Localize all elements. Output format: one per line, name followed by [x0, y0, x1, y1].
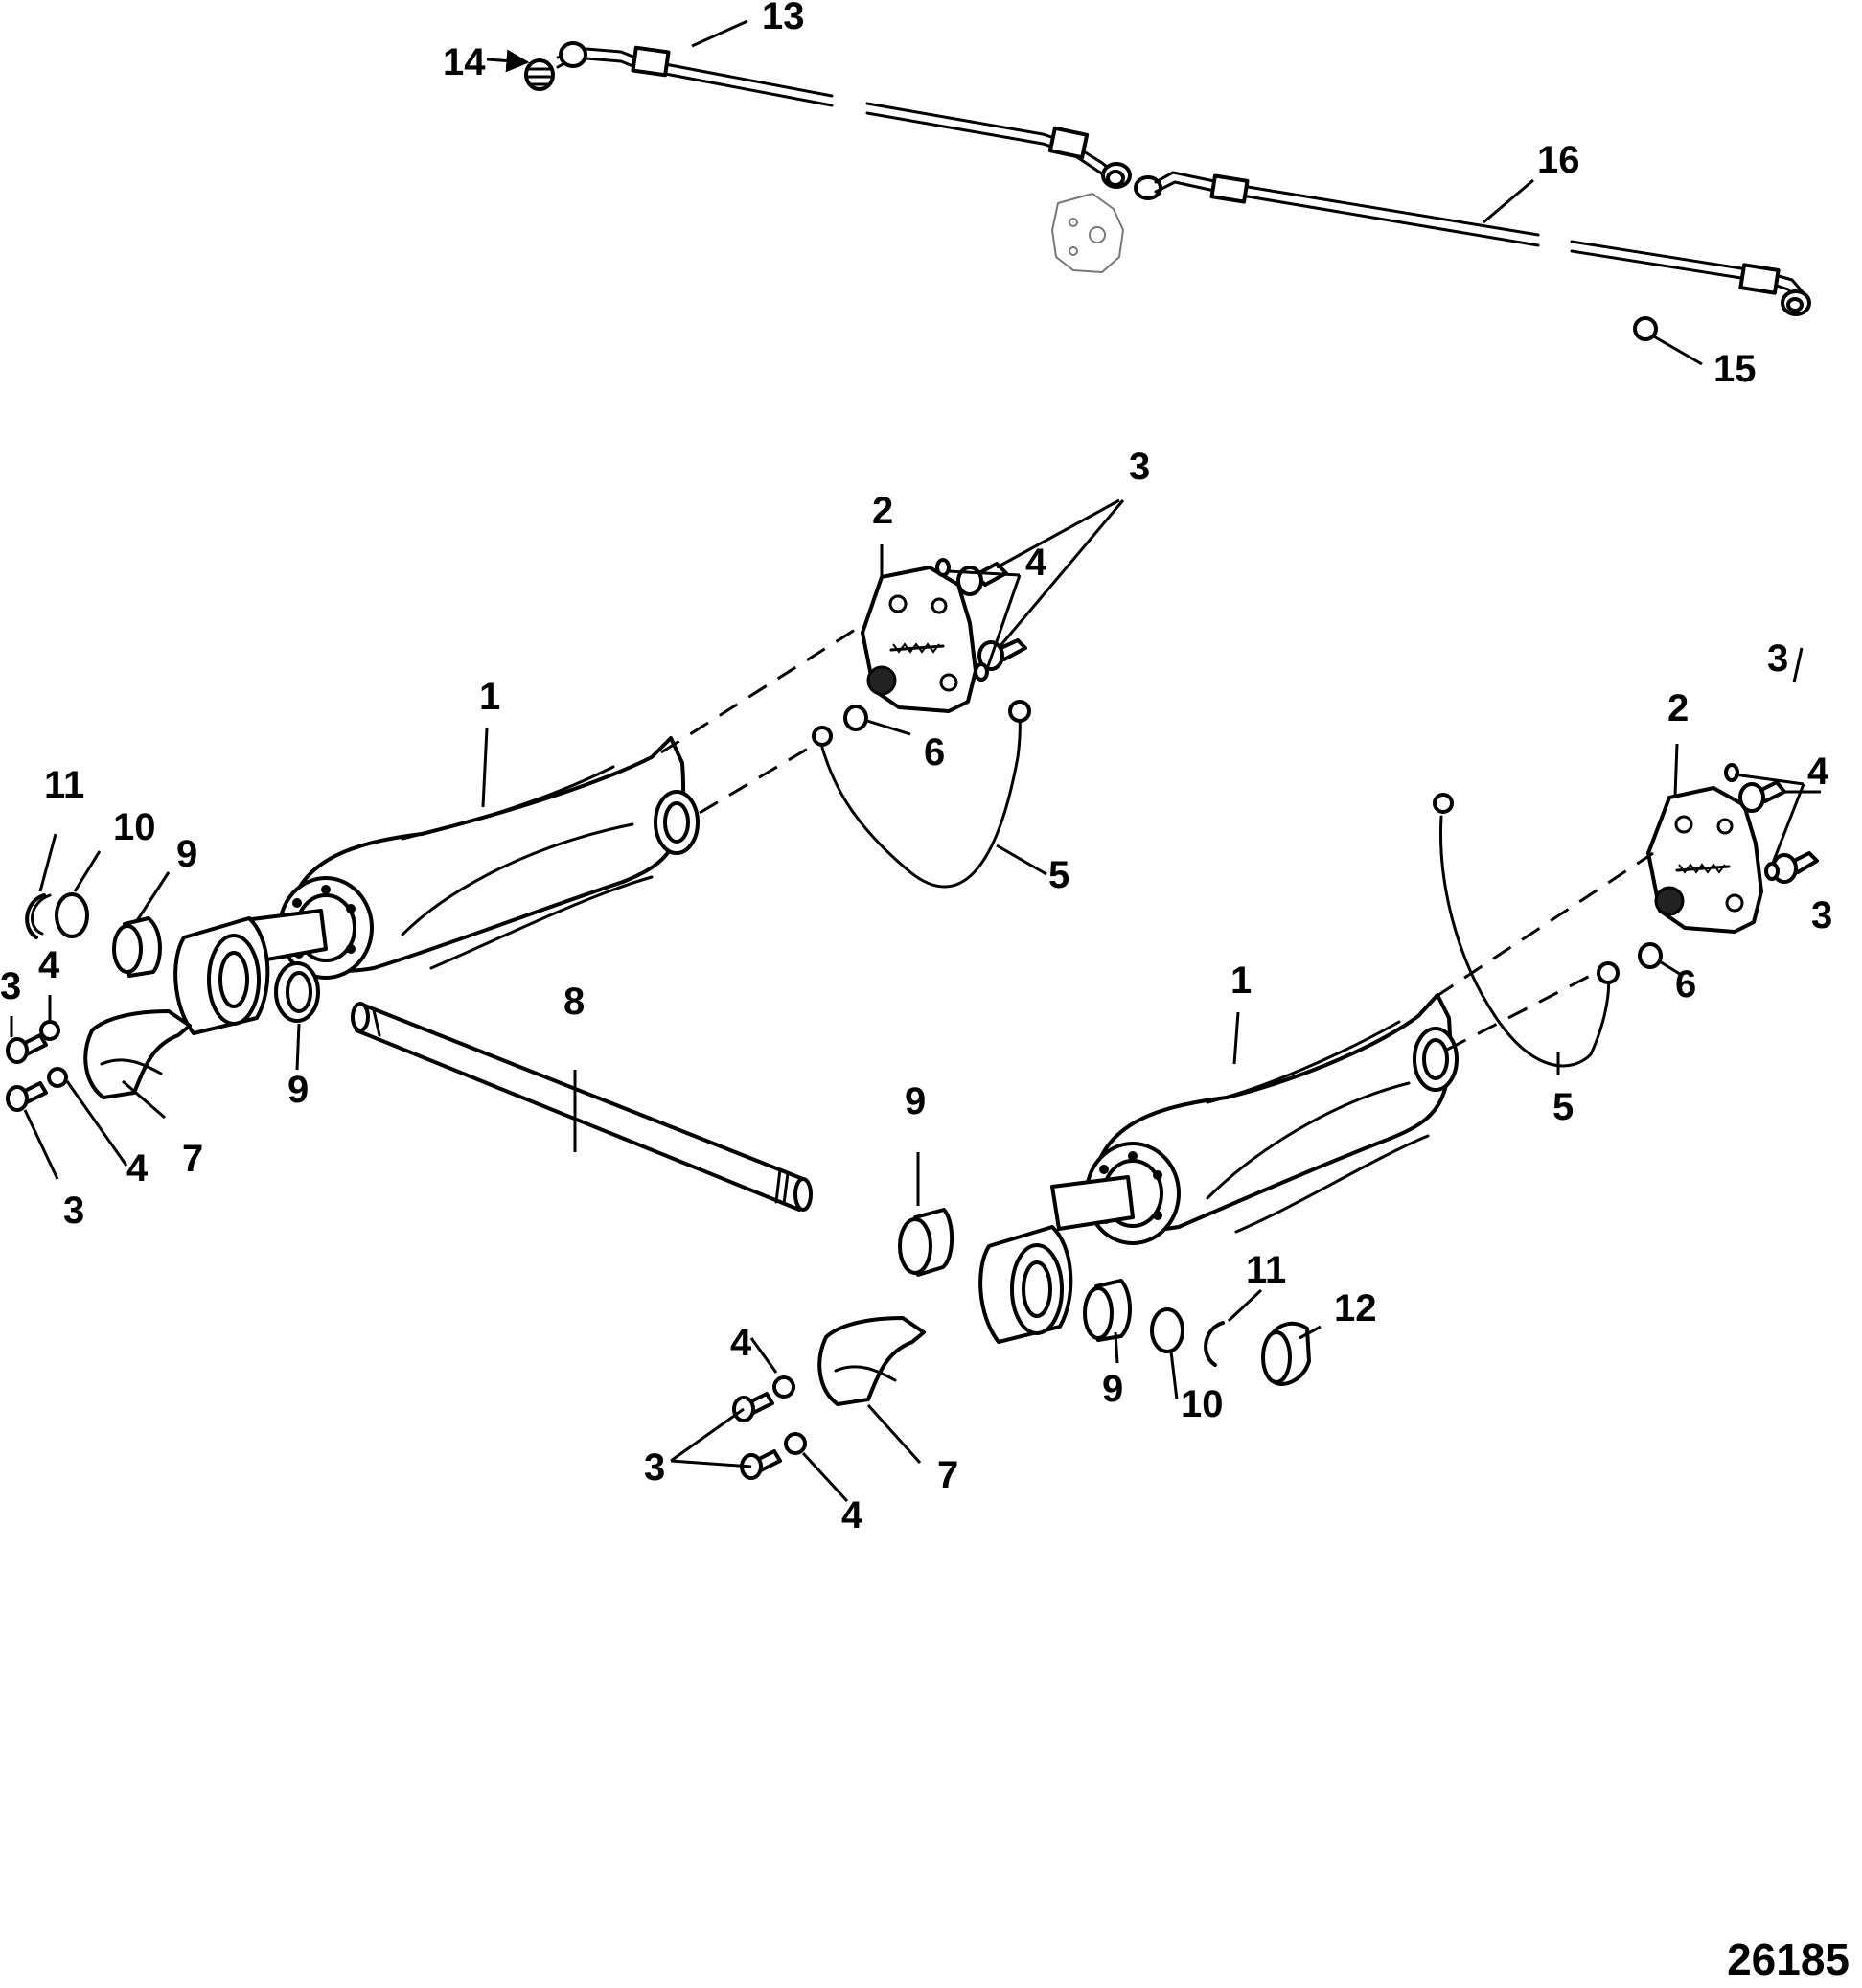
alignment-line-3 — [1435, 851, 1654, 999]
plate-right — [1646, 786, 1763, 934]
callout-labels: 1 1 2 2 3 3 3 3 3 3 4 4 4 4 4 4 5 5 6 6 … — [0, 0, 1832, 1537]
washer-10-left — [55, 892, 89, 938]
callout-6-left: 6 — [924, 731, 945, 774]
callout-9-right: 9 — [1102, 1368, 1123, 1410]
bushing-9-center — [898, 1208, 954, 1277]
callout-8: 8 — [563, 981, 585, 1023]
callout-4-bottom-bottom: 4 — [841, 1494, 863, 1537]
plate-left — [861, 566, 977, 713]
screw-right-1 — [1738, 780, 1786, 813]
bushing-9-right — [1083, 1279, 1132, 1342]
nut-left — [843, 705, 868, 731]
hose-fitting-left — [559, 41, 587, 68]
cylinder-port-fitting — [1051, 193, 1124, 273]
callout-3-top: 3 — [1129, 446, 1150, 488]
callout-1-right: 1 — [1230, 959, 1252, 1002]
ground-wire-left — [812, 700, 1031, 889]
callout-3-right-top: 3 — [1767, 637, 1788, 680]
star-washer-left-1 — [39, 1020, 60, 1041]
callout-10-left: 10 — [113, 806, 156, 848]
hose-assembly-13 — [556, 45, 1132, 189]
callout-4-bottom-top: 4 — [730, 1322, 752, 1364]
callout-11-right: 11 — [1246, 1249, 1286, 1291]
fitting-14 — [524, 58, 555, 91]
callout-2-left: 2 — [872, 490, 893, 532]
star-washer-left-2 — [47, 1067, 68, 1088]
alignment-line-4 — [1446, 971, 1597, 1052]
screw-left-2 — [6, 1081, 48, 1112]
callout-5-right: 5 — [1552, 1086, 1574, 1128]
cylinder-rod-left — [173, 909, 328, 1035]
shaft-8 — [351, 1002, 813, 1212]
fitting-15 — [1633, 316, 1658, 341]
callout-1-left: 1 — [479, 676, 500, 718]
screw-left-1 — [6, 1033, 48, 1064]
callout-12: 12 — [1334, 1287, 1377, 1329]
screw-bottom-2 — [740, 1449, 782, 1480]
callout-9-center: 9 — [905, 1080, 926, 1122]
washer-top-1 — [935, 558, 951, 577]
trim-cylinder-left — [278, 736, 700, 980]
washer-right-1 — [1724, 763, 1739, 782]
callout-14: 14 — [443, 41, 486, 83]
callout-4-left-bottom: 4 — [126, 1147, 149, 1190]
callout-7-right: 7 — [937, 1454, 958, 1496]
star-washer-bottom-1 — [772, 1375, 795, 1399]
callout-5-left: 5 — [1048, 854, 1069, 896]
washer-10-right — [1150, 1307, 1184, 1353]
callout-4-left-top: 4 — [38, 944, 60, 986]
washer-right-2 — [1764, 862, 1780, 881]
leader-lines — [10, 19, 1821, 1503]
callout-4-right: 4 — [1807, 751, 1829, 793]
callout-3-left-top: 3 — [0, 965, 21, 1007]
callout-3-bottom: 3 — [644, 1446, 665, 1489]
star-washer-bottom-2 — [784, 1432, 807, 1455]
bushing-9-left-b — [274, 961, 320, 1023]
callout-13: 13 — [762, 0, 805, 37]
callout-9-left-b: 9 — [287, 1069, 309, 1111]
figure-number: 26185 — [1727, 1934, 1850, 1984]
callout-3-right-bottom: 3 — [1811, 894, 1832, 936]
callout-16: 16 — [1537, 139, 1580, 181]
hose-assembly-16 — [1134, 171, 1811, 316]
callout-10-right: 10 — [1181, 1383, 1224, 1425]
trim-cylinder-right — [1085, 993, 1459, 1245]
retaining-ring-right — [1204, 1321, 1225, 1367]
callout-4-top: 4 — [1025, 542, 1047, 584]
cylinder-rod-right — [978, 1175, 1135, 1344]
callout-7-left: 7 — [182, 1138, 203, 1180]
callout-11-left: 11 — [44, 764, 84, 806]
callout-15: 15 — [1713, 348, 1757, 390]
callout-3-left-bottom: 3 — [63, 1190, 84, 1232]
washer-top-2 — [974, 662, 989, 682]
screw-bottom-1 — [732, 1392, 774, 1422]
alignment-line-1 — [660, 623, 863, 754]
callout-2-right: 2 — [1667, 687, 1689, 729]
retaining-ring-left — [25, 893, 52, 939]
callout-9-left-a: 9 — [176, 833, 197, 875]
clamp-7-right — [817, 1316, 926, 1406]
callout-6-right: 6 — [1675, 963, 1696, 1006]
ground-wire-right — [1433, 793, 1620, 1068]
clamp-7-left — [83, 1009, 192, 1099]
screw-top-1 — [956, 562, 1008, 596]
nut-right — [1638, 942, 1663, 969]
bushing-9-left-a — [112, 916, 162, 978]
cap-12 — [1261, 1321, 1311, 1386]
screw-right-2 — [1771, 851, 1819, 884]
alignment-line-2 — [699, 744, 814, 815]
